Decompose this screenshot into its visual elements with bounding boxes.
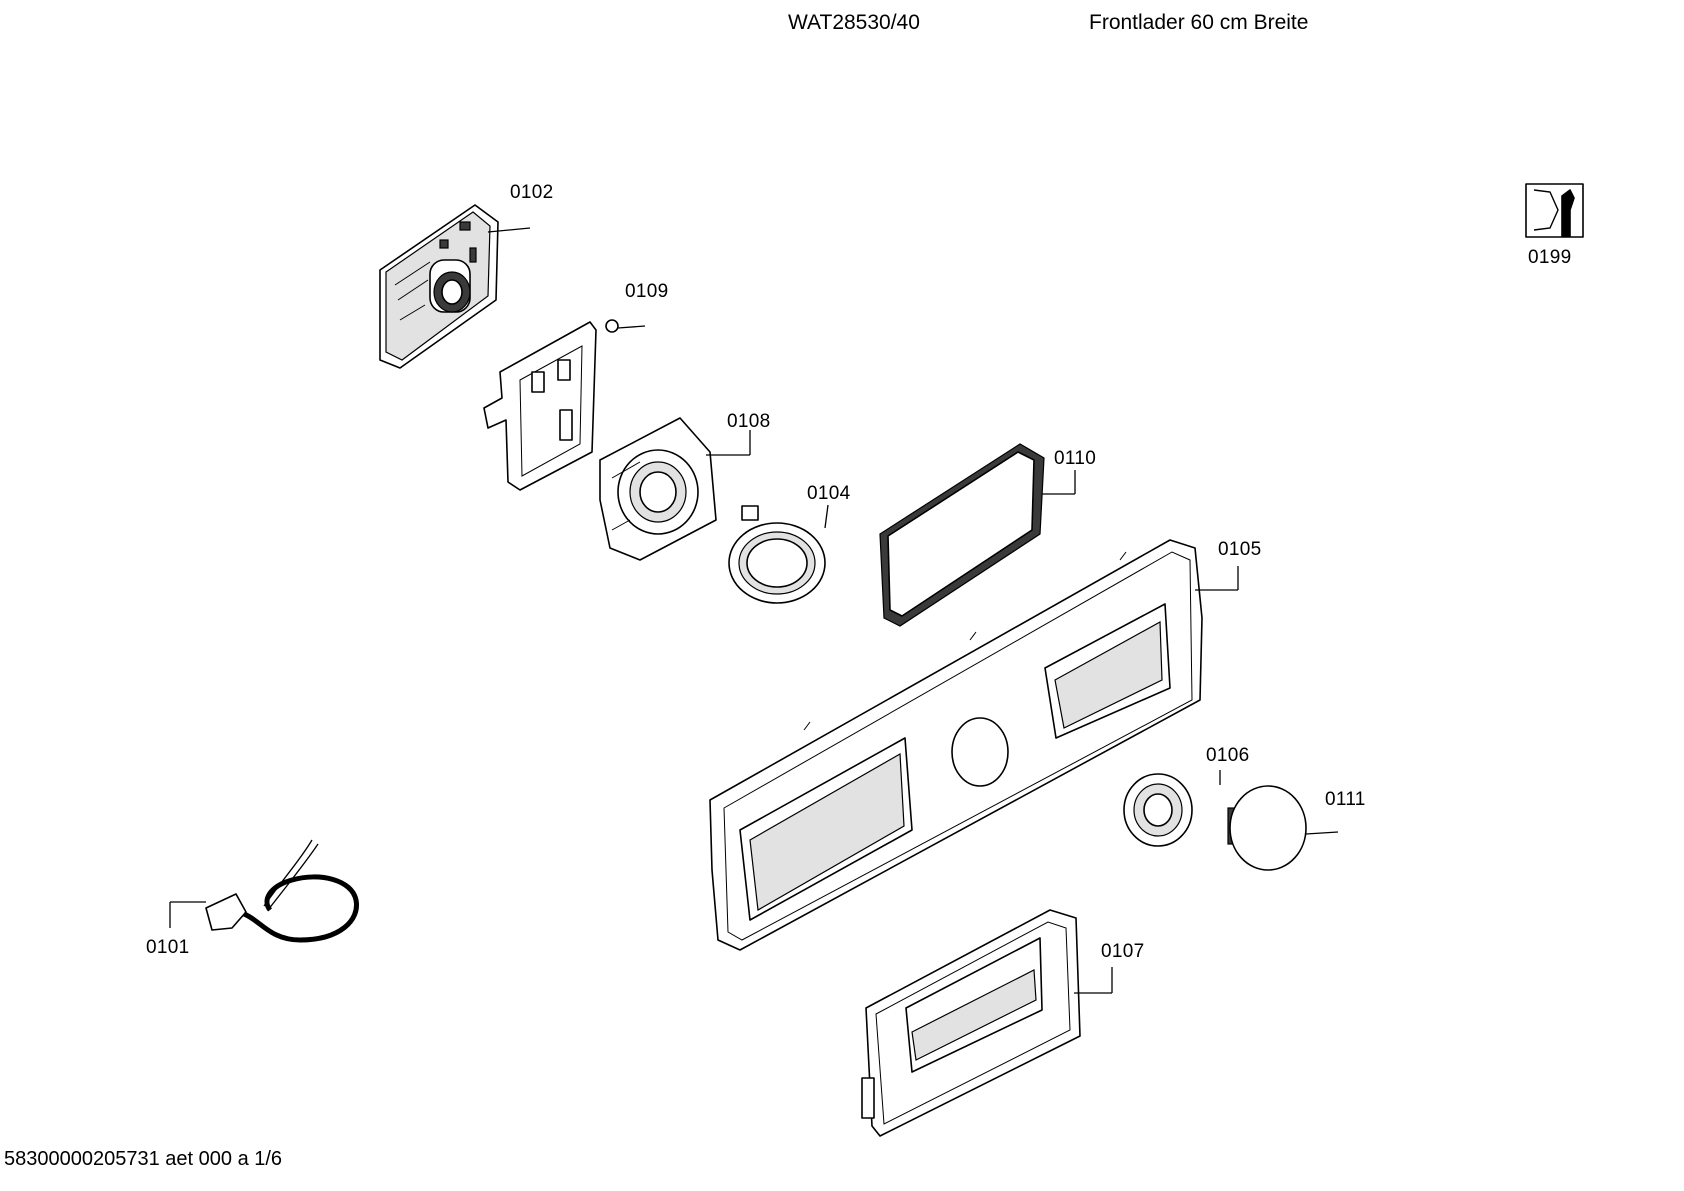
part-0105-control-panel[interactable] [709,539,1203,951]
callout-0109: 0109 [625,281,669,302]
callout-0105: 0105 [1218,539,1262,560]
part-0104-ring[interactable] [728,505,826,604]
part-0108-holder[interactable] [599,417,717,561]
callout-0106: 0106 [1206,745,1250,766]
callout-0199: 0199 [1528,247,1572,268]
diagram-description: Frontlader 60 cm Breite [1089,11,1309,34]
part-0107-handle-recess[interactable] [861,909,1081,1137]
callout-0111: 0111 [1325,789,1366,810]
part-0199-service-icon[interactable] [1525,183,1584,238]
part-0106-knob[interactable] [1123,773,1193,847]
callout-0110: 0110 [1054,448,1097,469]
callout-0107: 0107 [1101,941,1145,962]
part-0111-knob-cap[interactable] [1227,785,1307,871]
callout-0104: 0104 [807,483,851,504]
callout-0101: 0101 [146,937,190,958]
callout-0102: 0102 [510,182,554,203]
part-0102-circuit-board[interactable] [379,204,499,369]
part-0101-power-cable[interactable] [205,839,359,943]
document-footer-id: 58300000205731 aet 000 a 1/6 [4,1148,283,1170]
part-0110-display-cover[interactable] [879,443,1045,627]
diagram-model-number: WAT28530/40 [788,11,920,34]
callout-0108: 0108 [727,411,771,432]
part-0109-frame[interactable] [483,319,619,491]
